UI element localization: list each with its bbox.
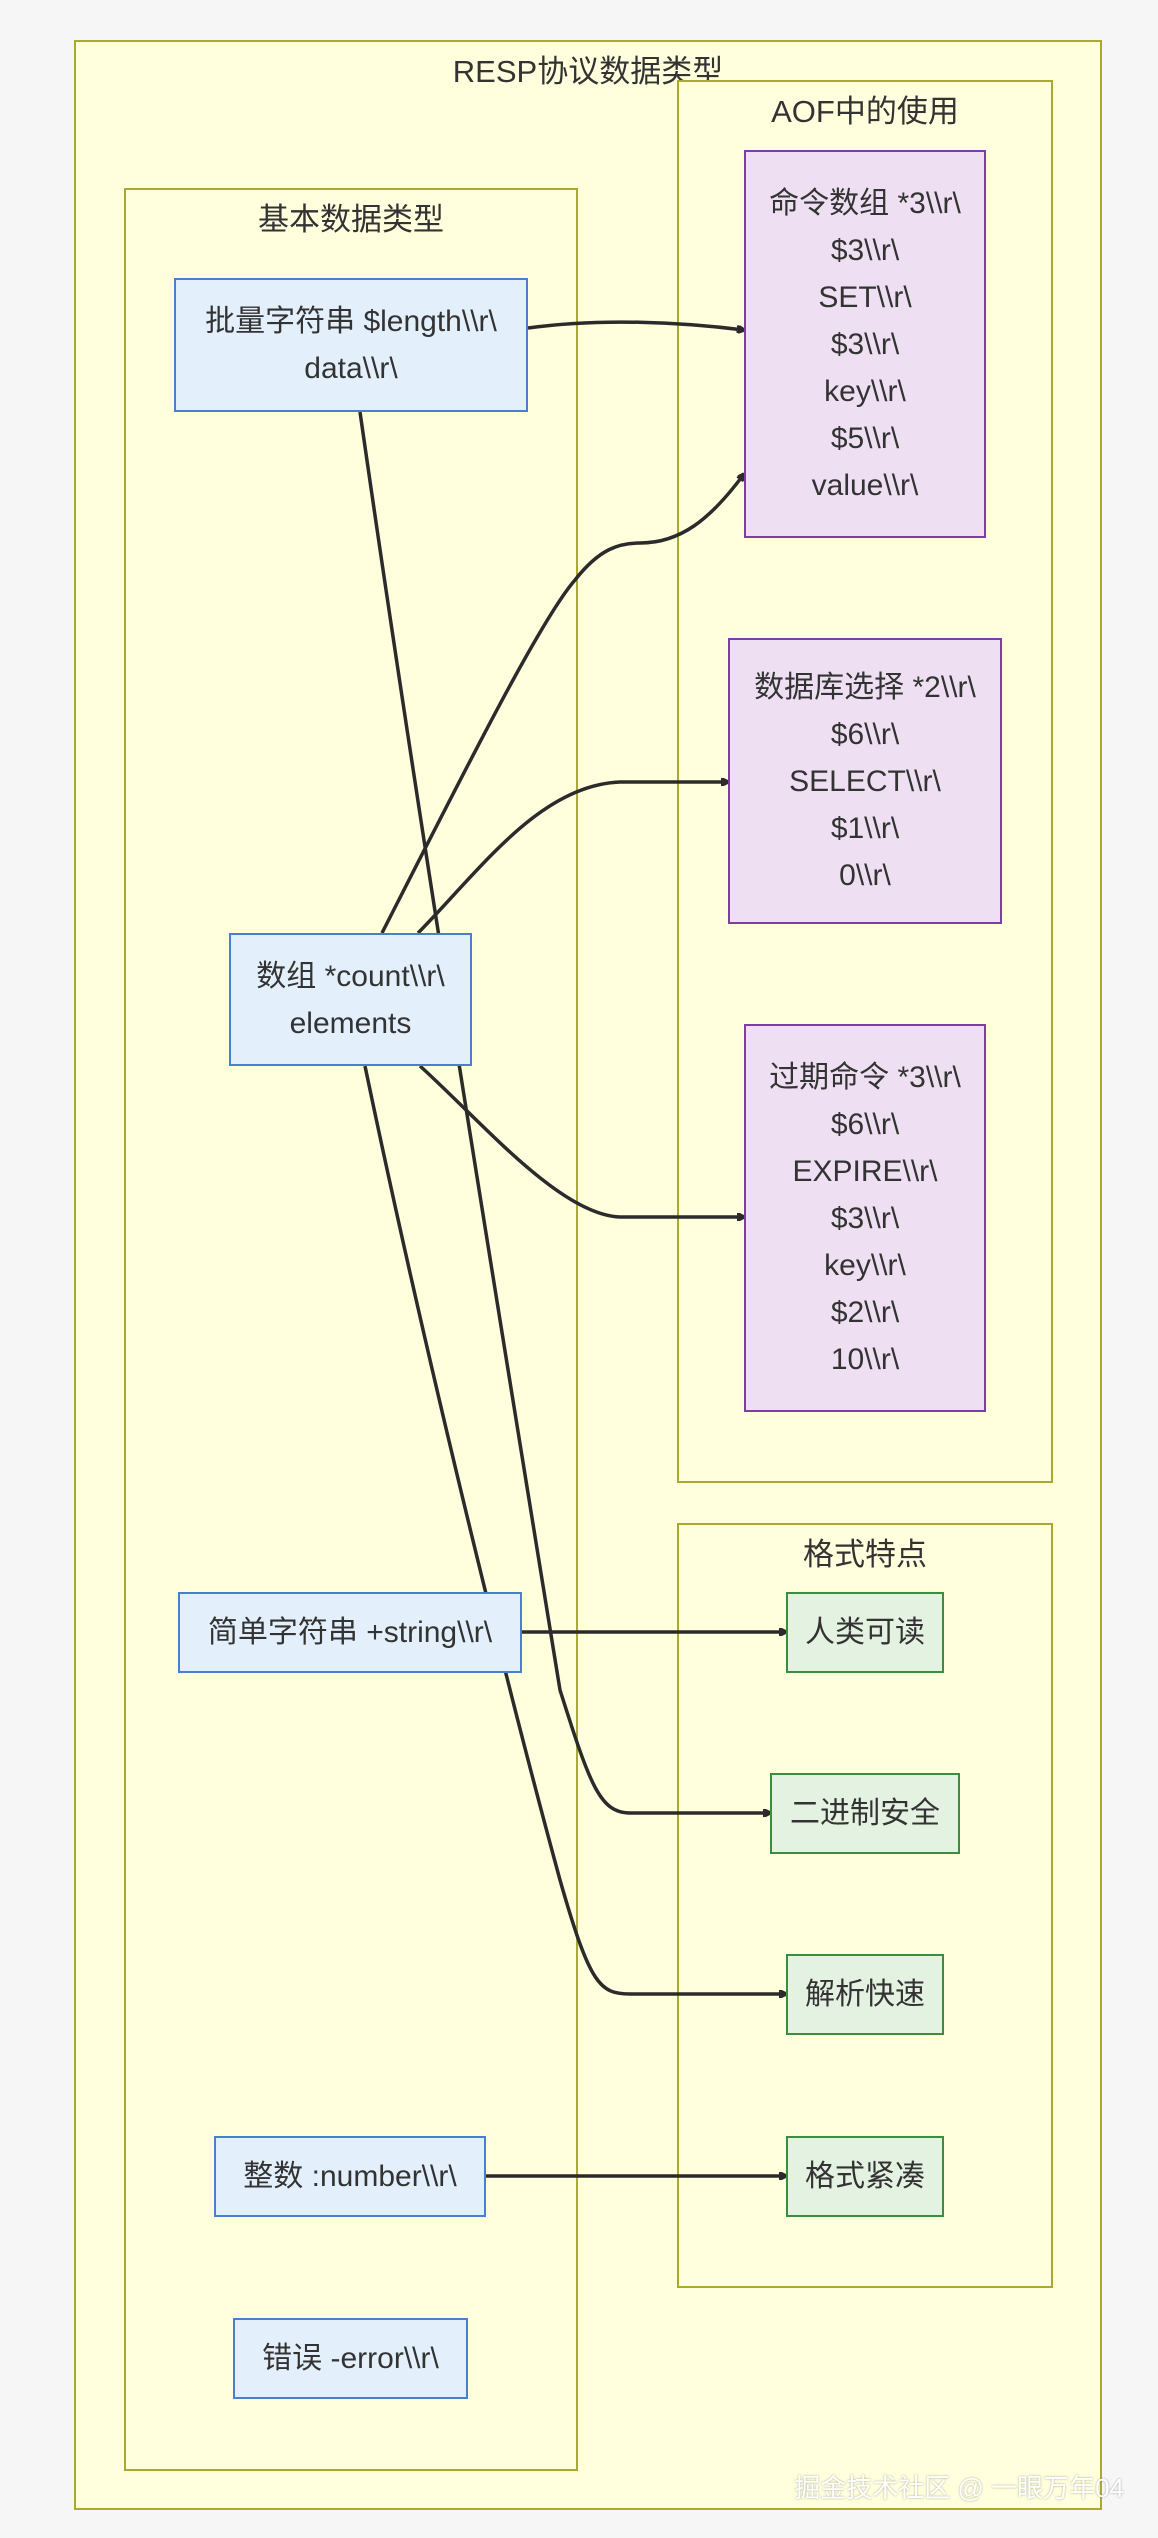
db-select-line: 数据库选择 *2\\r\ [754,670,976,704]
bulk-string-line: 批量字符串 $length\\r\ [205,305,497,338]
edge-bulk-string-to-cmd-array [527,320,744,330]
binary-safe-node: 二进制安全 [770,1773,960,1854]
integer-line: 整数 :number\\r\ [243,2160,457,2193]
command-array-node: 命令数组 *3\\r\ $3\\r\ SET\\r\ $3\\r\ key\\r… [744,150,986,538]
edge-array-to-fast-parse [363,1065,786,1994]
edge-array-to-cmd-array [380,474,744,934]
db-select-line: $6\\r\ [830,717,900,751]
edge-array-to-expire-cmd [418,1064,744,1217]
bulk-string-node: 批量字符串 $length\\r\ data\\r\ [174,278,528,412]
expire-command-line: $3\\r\ [830,1201,900,1235]
command-array-line: key\\r\ [824,374,906,408]
command-array-line: $5\\r\ [830,421,900,455]
command-array-line: $3\\r\ [830,233,900,267]
error-node: 错误 -error\\r\ [233,2318,468,2399]
human-readable-label: 人类可读 [805,1616,925,1649]
integer-node: 整数 :number\\r\ [214,2136,486,2217]
basic-types-cluster-title: 基本数据类型 [258,202,444,237]
human-readable-node: 人类可读 [786,1592,944,1673]
expire-command-line: $6\\r\ [830,1107,900,1141]
command-array-line: $3\\r\ [830,327,900,361]
db-select-line: $1\\r\ [830,811,900,845]
edge-array-to-db-select [416,782,728,935]
expire-command-line: 10\\r\ [830,1342,900,1376]
compact-format-label: 格式紧凑 [805,2160,925,2193]
expire-command-line: key\\r\ [824,1248,906,1282]
db-select-line: 0\\r\ [839,858,891,892]
array-node: 数组 *count\\r\ elements [229,933,472,1066]
aof-usage-cluster-title: AOF中的使用 [771,94,959,129]
watermark: 掘金技术社区 @ 一眼万年04 [794,2473,1124,2503]
command-array-line: 命令数组 *3\\r\ [769,186,961,220]
simple-string-node: 简单字符串 +string\\r\ [178,1592,522,1673]
format-features-cluster-title: 格式特点 [803,1537,927,1572]
expire-command-node: 过期命令 *3\\r\ $6\\r\ EXPIRE\\r\ $3\\r\ key… [744,1024,986,1412]
binary-safe-label: 二进制安全 [790,1797,940,1830]
array-line: elements [289,1006,412,1040]
simple-string-line: 简单字符串 +string\\r\ [207,1616,493,1649]
db-select-line: SELECT\\r\ [789,764,941,798]
expire-command-line: EXPIRE\\r\ [792,1154,938,1188]
array-line: 数组 *count\\r\ [256,959,445,993]
error-line: 错误 -error\\r\ [262,2342,439,2375]
fast-parse-node: 解析快速 [786,1954,944,2035]
bulk-string-line: data\\r\ [304,352,398,385]
db-select-node: 数据库选择 *2\\r\ $6\\r\ SELECT\\r\ $1\\r\ 0\… [728,638,1002,924]
command-array-line: SET\\r\ [818,280,912,314]
expire-command-line: 过期命令 *3\\r\ [769,1060,961,1094]
compact-format-node: 格式紧凑 [786,2136,944,2217]
fast-parse-label: 解析快速 [805,1978,925,2011]
edge-bulk-string-to-binary-safe [358,411,770,1813]
command-array-line: value\\r\ [811,468,919,502]
expire-command-line: $2\\r\ [830,1295,900,1329]
